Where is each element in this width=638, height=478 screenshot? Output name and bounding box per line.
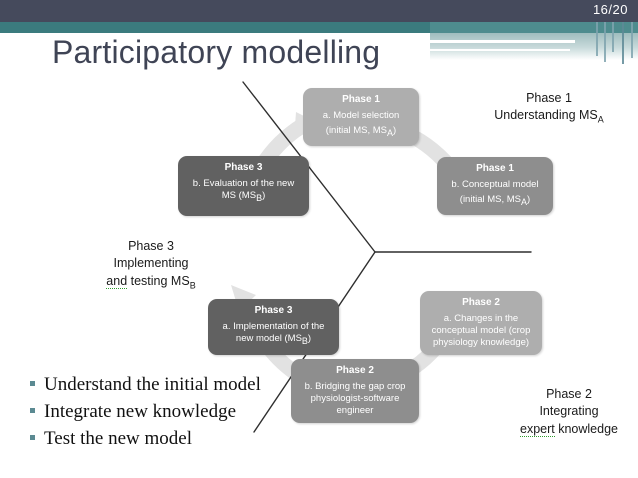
node-phase2-a[interactable]: Phase 2 a. Changes in the conceptual mod… — [420, 291, 542, 355]
bullet-list: Understand the initial model Integrate n… — [30, 372, 320, 453]
outer-label-phase3-line3: and testing MSB — [106, 273, 196, 290]
header-accent-line-4 — [622, 22, 624, 64]
square-bullet-icon — [30, 407, 35, 413]
outer-label-phase2-line3: expert knowledge — [520, 421, 618, 437]
list-item-label: Test the new model — [44, 427, 192, 449]
header-stripe-lower — [340, 49, 570, 51]
node-phase2-b[interactable]: Phase 2 b. Bridging the gap crop physiol… — [291, 359, 419, 423]
square-bullet-icon — [30, 434, 35, 440]
header-accent-line-1 — [596, 22, 598, 56]
outer-label-phase2-line2: Integrating — [539, 404, 599, 419]
node-phase1-a-title: Phase 1 — [342, 94, 380, 105]
spellcheck-word-and: and — [106, 273, 128, 289]
node-phase1-a-line3: (initial MS, MSA) — [325, 124, 397, 138]
node-phase3-b-line2: b. Evaluation of the new MS (MSB) — [192, 177, 295, 203]
node-phase3-b-title: Phase 3 — [224, 162, 263, 173]
outer-label-phase3: Phase 3 Implementing and testing MSB — [88, 238, 214, 291]
node-phase1-b-title: Phase 1 — [476, 163, 514, 174]
header-stripe-upper — [0, 40, 575, 43]
outer-label-phase3-line2: Implementing — [113, 256, 189, 271]
slide-title: Participatory modelling — [52, 34, 381, 70]
node-phase2-a-title: Phase 2 — [462, 297, 500, 308]
header-accent-line-5 — [631, 22, 633, 58]
node-phase3-a-line2: a. Implementation of the new model (MSB) — [222, 320, 325, 346]
node-phase2-b-line2: b. Bridging the gap crop physiologist-so… — [304, 380, 406, 417]
list-item-label: Understand the initial model — [44, 374, 261, 395]
node-phase1-b[interactable]: Phase 1 b. Conceptual model (initial MS,… — [437, 157, 553, 215]
node-phase3-b[interactable]: Phase 3 b. Evaluation of the new MS (MSB… — [178, 156, 309, 216]
list-item-label: Integrate new knowledge — [44, 400, 237, 422]
header-dark-band — [0, 0, 638, 22]
header-accent-line-3 — [612, 22, 614, 52]
outer-label-phase1: Phase 1 Understanding MSA — [465, 90, 633, 126]
node-phase2-a-line2: a. Changes in the conceptual model (crop… — [431, 312, 531, 349]
list-item: Test the new model — [30, 426, 320, 453]
square-bullet-icon — [30, 381, 35, 386]
header-gradient-block — [430, 33, 638, 60]
outer-label-phase3-line1: Phase 3 — [128, 239, 174, 253]
node-phase1-a-line2: a. Model selection — [322, 109, 400, 121]
node-phase3-a[interactable]: Phase 3 a. Implementation of the new mod… — [208, 299, 339, 355]
slide-number: 16/20 — [592, 2, 628, 17]
node-phase1-a[interactable]: Phase 1 a. Model selection (initial MS, … — [303, 88, 419, 146]
node-phase1-b-line3: (initial MS, MSA) — [459, 193, 531, 207]
header-teal-band — [0, 22, 638, 33]
outer-label-phase1-line2: Understanding MSA — [494, 108, 604, 125]
list-item: Understand the initial model — [30, 372, 320, 399]
spellcheck-word-expert: expert — [520, 421, 555, 437]
outer-label-phase1-line1: Phase 1 — [526, 91, 572, 105]
node-phase3-a-title: Phase 3 — [254, 305, 293, 316]
header-teal-light-band — [430, 22, 638, 33]
header-accent-line-2 — [604, 22, 606, 62]
node-phase1-b-line2: b. Conceptual model — [451, 178, 539, 190]
node-phase2-b-title: Phase 2 — [336, 365, 374, 376]
outer-label-phase2-line1: Phase 2 — [546, 387, 592, 401]
list-item: Integrate new knowledge — [30, 399, 320, 426]
outer-label-phase2: Phase 2 Integrating expert knowledge — [500, 386, 638, 438]
